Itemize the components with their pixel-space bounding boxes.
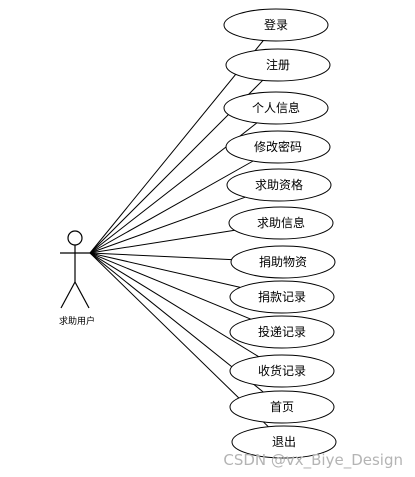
use-case-ellipse [225,48,331,82]
use-case-login: 登录 [223,8,329,42]
use-case-home: 首页 [229,390,335,424]
watermark: CSDN @vx_Biye_Design [223,451,403,469]
association-line-login [89,40,264,254]
use-case-ellipse [225,130,331,164]
association-line-change-password [89,160,254,254]
use-case-ellipse [231,425,337,459]
use-case-label: 修改密码 [254,139,302,154]
association-line-aid-qualification [89,196,246,254]
use-case-label: 投递记录 [258,324,306,339]
use-case-label: 求助资格 [255,177,303,192]
use-case-aid-info: 求助信息 [228,206,334,240]
use-case-ellipse [229,280,335,314]
association-line-aid-info [89,229,235,254]
association-line-delivery-records [89,252,252,320]
association-line-receipt-records [89,252,259,358]
use-case-ellipse [229,354,335,388]
use-case-label: 首页 [270,400,294,414]
use-case-ellipse [226,168,332,202]
actor-left-leg [60,281,76,309]
use-case-delivery-records: 投递记录 [229,315,335,349]
use-case-label: 登录 [264,17,288,32]
use-case-ellipse [228,206,334,240]
use-case-label: 捐款记录 [258,290,306,304]
actor-figure: 求助用户 [59,230,95,327]
use-case-ellipse [223,91,329,125]
association-line-donation-records [89,252,241,288]
use-case-ellipse [229,315,335,349]
use-case-donation-records: 捐款记录 [229,280,335,314]
actor-name: 求助用户 [59,315,95,327]
use-case-label: 退出 [272,435,296,449]
actor-head [67,230,83,246]
use-case-label: 个人信息 [252,100,300,115]
use-case-aid-qualification: 求助资格 [226,168,332,202]
use-case-label: 捐助物资 [259,255,307,269]
use-case-label: 注册 [266,57,290,72]
association-lines [89,40,269,428]
use-case-ellipse [229,390,335,424]
use-case-change-password: 修改密码 [225,130,331,164]
use-case-profile: 个人信息 [223,91,329,125]
actor-right-leg [74,281,90,309]
use-case-donated-goods: 捐助物资 [230,245,336,279]
use-case-ellipse [223,8,329,42]
use-case-receipt-records: 收货记录 [229,354,335,388]
use-case-ellipse [230,245,336,279]
use-case-label: 求助信息 [257,215,305,230]
use-case-label: 收货记录 [258,363,306,378]
association-line-donated-goods [89,252,232,261]
use-case-logout: 退出 [231,425,337,459]
use-case-register: 注册 [225,48,331,82]
